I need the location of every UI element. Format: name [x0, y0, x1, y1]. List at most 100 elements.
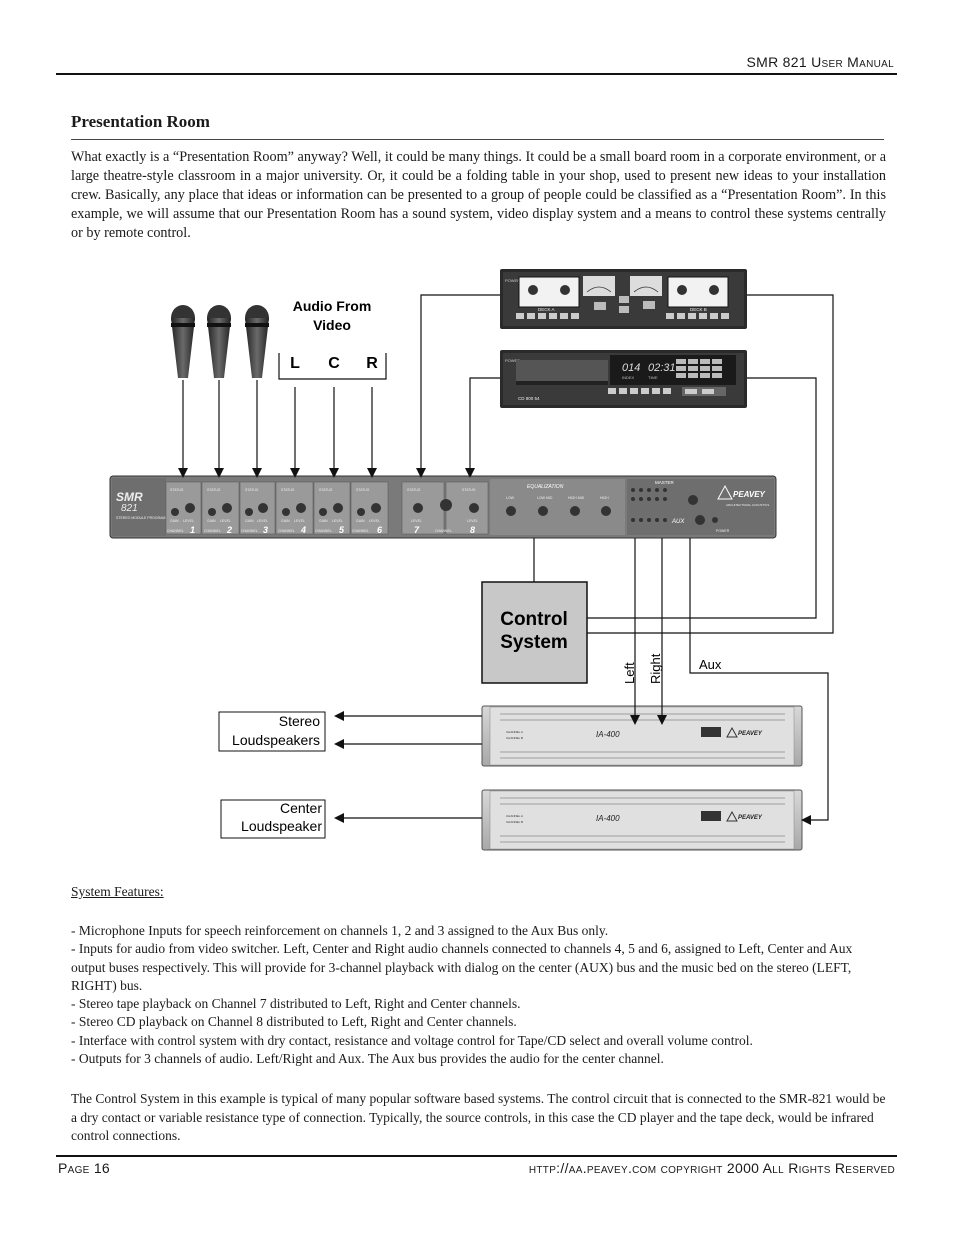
svg-text:CHANNEL B: CHANNEL B [506, 736, 523, 740]
svg-text:ARCHITECTURAL ACOUSTICS: ARCHITECTURAL ACOUSTICS [726, 503, 769, 507]
microphone-3 [245, 305, 269, 378]
svg-text:GAIN: GAIN [356, 519, 365, 523]
svg-text:POWER: POWER [505, 278, 520, 283]
feature-item: - Outputs for 3 channels of audio. Left/… [71, 1051, 664, 1067]
svg-text:3: 3 [263, 525, 268, 535]
svg-text:CHANNEL: CHANNEL [278, 529, 295, 533]
svg-text:LEVEL: LEVEL [220, 519, 231, 523]
svg-text:LOW MID: LOW MID [537, 496, 553, 500]
svg-text:LEVEL: LEVEL [411, 519, 422, 523]
right-output-label: Right [648, 653, 663, 684]
svg-text:STATUS: STATUS [319, 488, 333, 492]
svg-text:STATUS: STATUS [462, 488, 476, 492]
svg-text:CHANNEL A: CHANNEL A [506, 730, 523, 734]
svg-text:PEAVEY: PEAVEY [738, 815, 763, 821]
svg-text:CHANNEL: CHANNEL [315, 529, 332, 533]
svg-text:GAIN: GAIN [207, 519, 216, 523]
svg-text:CHANNEL A: CHANNEL A [506, 814, 523, 818]
closing-paragraph: The Control System in this example is ty… [71, 1091, 886, 1144]
svg-text:821: 821 [121, 503, 138, 514]
cd-player: POWER CD 800 54 014 02:31 INDEX TIME [500, 350, 747, 408]
svg-text:LEVEL: LEVEL [294, 519, 305, 523]
svg-text:STEREO MODULE PROGRAM MIXER: STEREO MODULE PROGRAM MIXER [116, 516, 178, 520]
svg-text:STATUS: STATUS [207, 488, 221, 492]
svg-text:7: 7 [414, 525, 420, 535]
control-connections [533, 294, 834, 634]
intro-paragraph: What exactly is a “Presentation Room” an… [71, 149, 886, 241]
output-connections [334, 538, 829, 825]
svg-text:GAIN: GAIN [319, 519, 328, 523]
svg-text:DECK A: DECK A [538, 307, 555, 312]
channel-r-label: R [366, 355, 378, 372]
svg-text:INDEX: INDEX [622, 375, 635, 380]
manual-title: SMR 821 User Manual [746, 54, 894, 70]
channel-l-label: L [290, 355, 300, 372]
control-system-box: Control System [481, 581, 588, 684]
svg-text:014: 014 [622, 362, 640, 374]
feature-item: - Microphone Inputs for speech reinforce… [71, 923, 609, 938]
svg-text:DECK B: DECK B [690, 307, 707, 312]
svg-text:HIGH MID: HIGH MID [568, 496, 585, 500]
svg-text:STATUS: STATUS [356, 488, 370, 492]
svg-text:IA-400: IA-400 [596, 730, 620, 739]
svg-text:CHANNEL: CHANNEL [352, 529, 369, 533]
section-rule [71, 139, 884, 140]
feature-item: - Interface with control system with dry… [71, 1032, 753, 1048]
svg-text:LOW: LOW [506, 496, 515, 500]
tape-deck: POWER DECK A DECK B [500, 269, 747, 329]
microphone-1 [171, 305, 195, 378]
svg-text:STATUS: STATUS [245, 488, 259, 492]
svg-text:PEAVEY: PEAVEY [738, 731, 763, 737]
header-rule [56, 73, 897, 75]
footer-copyright: http://aa.peavey.com copyright 2000 All … [528, 1160, 895, 1176]
svg-text:LEVEL: LEVEL [183, 519, 194, 523]
svg-text:LEVEL: LEVEL [369, 519, 380, 523]
svg-text:CHANNEL: CHANNEL [204, 529, 221, 533]
svg-text:CHANNEL B: CHANNEL B [506, 820, 523, 824]
svg-text:CHANNEL: CHANNEL [435, 529, 452, 533]
svg-text:System: System [500, 632, 568, 653]
svg-text:GAIN: GAIN [170, 519, 179, 523]
svg-text:8: 8 [470, 525, 475, 535]
audio-from-video-label-2: Video [313, 317, 351, 333]
feature-item: - Stereo CD playback on Channel 8 distri… [71, 1014, 517, 1030]
svg-text:1: 1 [190, 525, 195, 535]
svg-text:AUX: AUX [671, 519, 685, 525]
svg-text:LEVEL: LEVEL [332, 519, 343, 523]
page-number: Page 16 [58, 1160, 111, 1176]
svg-text:POWER: POWER [716, 529, 730, 533]
audio-from-video-label-1: Audio From [293, 298, 372, 314]
svg-text:CHANNEL: CHANNEL [241, 529, 258, 533]
footer-rule [56, 1155, 897, 1157]
channel-c-label: C [328, 355, 340, 372]
feature-item: - Inputs for audio from video switcher. … [71, 941, 853, 993]
svg-text:CD 800 54: CD 800 54 [518, 396, 540, 401]
amplifier-1: CHANNEL A CHANNEL B IA-400 PEAVEY [481, 705, 803, 767]
input-connections [178, 294, 500, 478]
stereo-label-2: Loudspeakers [232, 732, 320, 748]
svg-text:CHANNEL: CHANNEL [167, 529, 184, 533]
svg-text:IA-400: IA-400 [596, 814, 620, 823]
svg-text:6: 6 [377, 525, 383, 535]
svg-text:EQUALIZATION: EQUALIZATION [527, 484, 564, 490]
svg-text:HIGH: HIGH [600, 496, 609, 500]
svg-text:TIME: TIME [648, 375, 658, 380]
features-list: - Microphone Inputs for speech reinforce… [71, 922, 886, 1068]
features-heading: System Features: [71, 884, 164, 899]
svg-text:LEVEL: LEVEL [257, 519, 268, 523]
svg-text:4: 4 [300, 525, 306, 535]
svg-text:GAIN: GAIN [245, 519, 254, 523]
svg-text:STATUS: STATUS [281, 488, 295, 492]
svg-text:MASTER: MASTER [655, 480, 675, 485]
svg-text:02:31: 02:31 [648, 362, 676, 374]
svg-text:LEVEL: LEVEL [467, 519, 478, 523]
stereo-label-1: Stereo [279, 713, 320, 729]
section-title: Presentation Room [71, 112, 210, 131]
smr-821-mixer: SMR 821 STEREO MODULE PROGRAM MIXER [109, 475, 777, 539]
video-bracket [278, 353, 387, 380]
svg-text:PEAVEY: PEAVEY [733, 490, 766, 499]
center-label-2: Loudspeaker [241, 818, 322, 834]
stereo-loudspeakers-box [218, 711, 326, 752]
svg-text:SMR: SMR [116, 490, 143, 504]
